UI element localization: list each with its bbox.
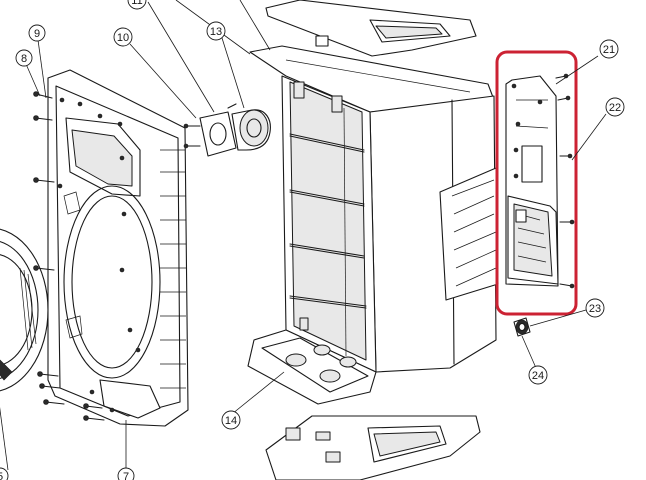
speaker-cabinet <box>247 45 499 405</box>
svg-text:22: 22 <box>609 102 621 114</box>
svg-text:5: 5 <box>0 471 3 480</box>
callout-23: 23 <box>585 298 605 318</box>
callout-22: 22 <box>605 97 625 117</box>
front-baffle <box>47 69 189 427</box>
top-cover <box>265 0 477 57</box>
compression-driver <box>183 103 271 157</box>
svg-text:7: 7 <box>123 471 129 480</box>
callout-11: 11 <box>127 0 147 10</box>
callout-8: 8 <box>15 49 33 67</box>
callout-10: 10 <box>113 27 133 47</box>
callout-7: 7 <box>117 467 135 480</box>
svg-text:14: 14 <box>225 415 237 427</box>
woofer-speaker <box>0 228 49 392</box>
svg-text:10: 10 <box>117 32 129 44</box>
callout-13: 13 <box>206 21 226 41</box>
svg-text:9: 9 <box>34 28 40 40</box>
svg-text:11: 11 <box>131 0 142 7</box>
control-knob <box>513 317 531 337</box>
highlight-box <box>495 50 578 316</box>
svg-text:23: 23 <box>589 303 601 315</box>
screws-left <box>33 91 105 421</box>
callout-24: 24 <box>528 365 548 385</box>
callout-21: 21 <box>599 39 619 59</box>
amplifier-module <box>505 73 575 289</box>
svg-text:13: 13 <box>210 26 222 38</box>
bottom-cover <box>265 415 481 480</box>
callout-14: 14 <box>221 410 241 430</box>
callout-5: 5 <box>0 467 9 480</box>
svg-text:21: 21 <box>603 44 615 56</box>
svg-text:8: 8 <box>21 53 27 65</box>
callout-9: 9 <box>28 24 46 42</box>
svg-text:24: 24 <box>532 370 544 382</box>
